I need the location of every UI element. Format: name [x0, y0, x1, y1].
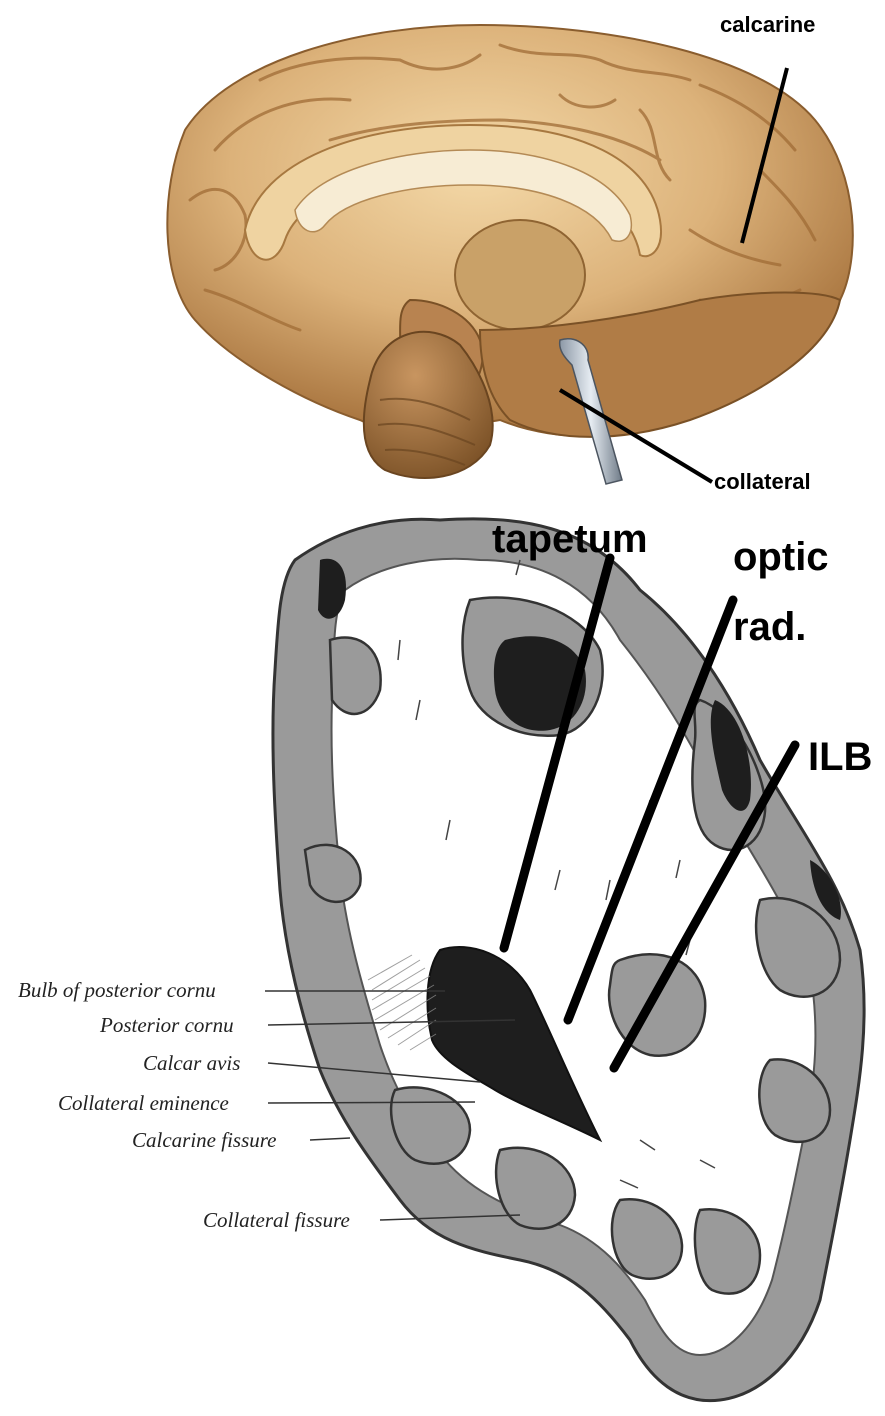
structure-label-calcarine-fissure: Calcarine fissure	[132, 1128, 276, 1152]
calcarine-label: calcarine	[720, 12, 815, 37]
ilb-label: ILB	[808, 735, 872, 779]
collateral-eminence-leader	[268, 1102, 475, 1103]
medial-brain-illustration	[167, 25, 852, 484]
calcarine-fissure-leader	[310, 1138, 350, 1140]
structure-label-collateral-fissure: Collateral fissure	[203, 1208, 350, 1232]
structure-label-bulb: Bulb of posterior cornu	[18, 978, 216, 1002]
thalamus	[455, 220, 585, 330]
structure-label-posterior-cornu: Posterior cornu	[99, 1013, 234, 1037]
tapetum-label: tapetum	[492, 517, 648, 561]
structure-label-collateral-eminence: Collateral eminence	[58, 1091, 229, 1115]
optic-label: optic	[733, 535, 829, 579]
rad-label: rad.	[733, 605, 806, 649]
collateral-label: collateral	[714, 469, 811, 494]
structure-label-calcar-avis: Calcar avis	[143, 1051, 240, 1075]
coronal-section-illustration	[273, 519, 864, 1401]
